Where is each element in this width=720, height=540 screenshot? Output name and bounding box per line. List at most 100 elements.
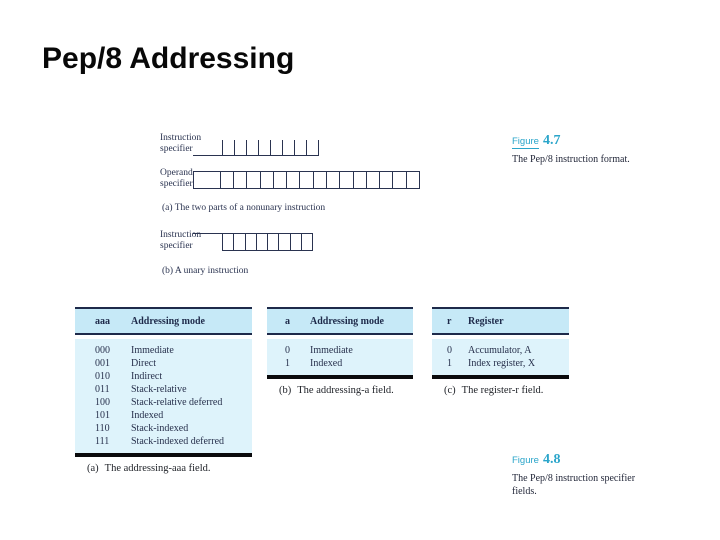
bit-cell: [300, 234, 312, 250]
bit-cell: [219, 172, 233, 188]
bit-cell: [405, 172, 419, 188]
code-cell: 001: [95, 358, 110, 369]
code-cell: 101: [95, 410, 110, 421]
table-row: 1 Index register, X: [432, 357, 569, 370]
bit-cell: [244, 234, 256, 250]
figure-4-8-description: The Pep/8 instruction specifier fields.: [512, 473, 636, 497]
value-cell: Immediate: [131, 345, 174, 356]
table-row: 0 Immediate: [267, 344, 413, 357]
code-cell: 0: [285, 345, 290, 356]
value-cell: Accumulator, A: [468, 345, 532, 356]
bit-cell: [223, 234, 233, 250]
figure-4-7-caption-a: (a) The two parts of a nonunary instruct…: [162, 203, 326, 213]
code-cell: 100: [95, 397, 110, 408]
bit-cell: [267, 234, 278, 250]
bit-cell: [259, 172, 273, 188]
bit-cell: [278, 234, 289, 250]
value-cell: Indexed: [131, 410, 164, 421]
table-header: aaa Addressing mode: [75, 309, 252, 335]
bit-cells: [222, 140, 319, 155]
figure-word: Figure: [512, 455, 539, 466]
bit-cell: [352, 172, 366, 188]
table-row: 101 Indexed: [75, 409, 252, 422]
table-header: r Register: [432, 309, 569, 335]
bit-cell: [299, 172, 312, 188]
value-cell: Index register, X: [468, 358, 536, 369]
bit-cell: [233, 234, 244, 250]
bit-cell: [255, 234, 267, 250]
column-header-addressing-mode: Addressing mode: [310, 315, 384, 327]
value-cell: Stack-indexed deferred: [131, 436, 225, 447]
figure-4-7-description: The Pep/8 instruction format.: [512, 154, 630, 165]
code-cell: 010: [95, 371, 110, 382]
column-header-a: a: [285, 315, 290, 327]
instruction-specifier-bit-comb: [193, 140, 319, 156]
value-cell: Stack-relative: [131, 384, 187, 395]
code-cell: 1: [447, 358, 452, 369]
bit-cell: [312, 172, 326, 188]
operand-specifier-bit-box: [193, 171, 420, 189]
addressing-a-table: a Addressing mode 0 Immediate 1 Indexed (b)…: [267, 307, 413, 396]
table-row: 111 Stack-indexed deferred: [75, 435, 252, 448]
value-cell: Indexed: [310, 358, 343, 369]
value-cell: Indirect: [131, 371, 163, 382]
figure-4-7-caption-b: (b) A unary instruction: [162, 266, 249, 276]
bit-cell: [272, 172, 286, 188]
bit-cell: [392, 172, 405, 188]
figure-word: Figure: [512, 136, 539, 149]
table-bottom-bar: [432, 375, 569, 379]
bit-cell: [326, 172, 339, 188]
bit-cell: [339, 172, 352, 188]
bit-cell: [222, 140, 234, 155]
table-header: a Addressing mode: [267, 309, 413, 335]
code-cell: 000: [95, 345, 110, 356]
table-caption-b: (b)The addressing-a field.: [279, 385, 394, 396]
comb-lead-line: [193, 140, 222, 155]
bit-cell: [194, 172, 220, 188]
figure-number: 4.8: [542, 452, 561, 467]
value-cell: Immediate: [310, 345, 353, 356]
bit-cell: [246, 172, 259, 188]
operand-specifier-label: Operand specifier: [160, 168, 193, 189]
table-bottom-bar: [267, 375, 413, 379]
bit-cell: [282, 140, 294, 155]
instruction-specifier-label: Instruction specifier: [160, 133, 202, 154]
code-cell: 0: [447, 345, 452, 356]
table-body: 0 Immediate 1 Indexed: [267, 339, 413, 375]
register-r-table: r Register 0 Accumulator, A 1 Index registe…: [432, 307, 569, 396]
column-header-addressing-mode: Addressing mode: [131, 315, 205, 327]
table-row: 0 Accumulator, A: [432, 344, 569, 357]
bit-cell: [289, 234, 301, 250]
column-header-aaa: aaa: [95, 315, 110, 327]
table-row: 000 Immediate: [75, 344, 252, 357]
bit-cell: [286, 172, 299, 188]
code-cell: 111: [95, 436, 110, 447]
unary-instruction-specifier-label: Instruction specifier: [160, 230, 202, 251]
table-row: 010 Indirect: [75, 370, 252, 383]
table-row: 1 Indexed: [267, 357, 413, 370]
table-row: 100 Stack-relative deferred: [75, 396, 252, 409]
page-title: Pep/8 Addressing: [42, 42, 295, 75]
unary-instruction-specifier-bit-box: [222, 233, 313, 251]
bit-cell: [306, 140, 319, 155]
bit-cell: [258, 140, 270, 155]
column-header-register: Register: [468, 315, 504, 327]
code-cell: 110: [95, 423, 110, 434]
table-caption-c: (c)The register-r field.: [444, 385, 544, 396]
value-cell: Stack-relative deferred: [131, 397, 223, 408]
column-header-r: r: [447, 315, 452, 327]
unary-box-lead-line: [193, 233, 223, 234]
bit-cell: [246, 140, 258, 155]
bit-cell: [294, 140, 306, 155]
bit-cell: [234, 140, 246, 155]
bit-cell: [270, 140, 282, 155]
figure-number: 4.7: [542, 133, 561, 148]
code-cell: 1: [285, 358, 290, 369]
